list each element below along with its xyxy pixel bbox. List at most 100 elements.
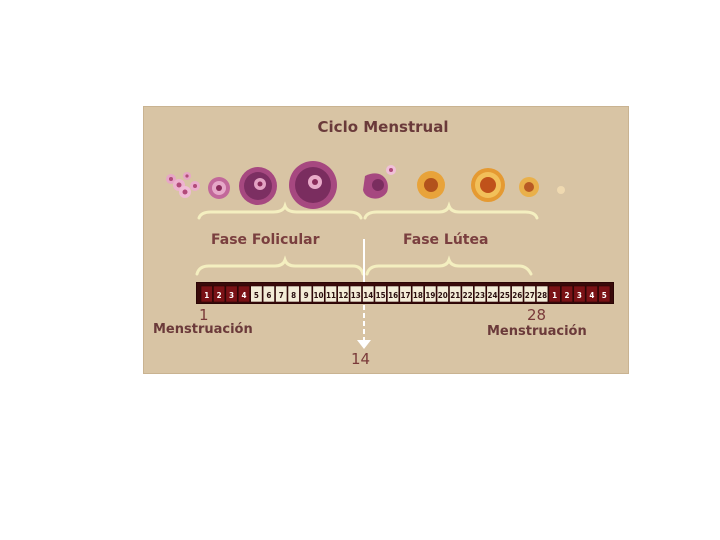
day-number: 25	[500, 291, 510, 300]
day-cell: 4	[237, 285, 250, 303]
day-number: 27	[525, 291, 535, 300]
follicular-phase-label: Fase Folicular	[211, 232, 320, 248]
day-cell: 24	[486, 285, 499, 303]
day-cell: 3	[573, 285, 586, 303]
day-cell: 17	[399, 285, 412, 303]
day-number: 24	[487, 291, 497, 300]
day-cell-box	[498, 285, 511, 303]
day-cell: 7	[275, 285, 288, 303]
primary-follicle-icon	[208, 177, 230, 199]
day-cell-box	[213, 285, 226, 303]
day-cell-box	[411, 285, 424, 303]
day-number: 14	[363, 291, 373, 300]
day-number: 5	[602, 291, 607, 300]
day-number: 16	[388, 291, 398, 300]
day-number: 20	[438, 291, 448, 300]
day-cell-box	[287, 285, 300, 303]
day-cell-box	[548, 285, 561, 303]
day-cell: 5	[598, 285, 611, 303]
day-cell-box	[474, 285, 487, 303]
day-cell: 8	[287, 285, 300, 303]
day-cell-box	[461, 285, 474, 303]
mature-follicle-icon	[289, 161, 337, 209]
day-cell: 25	[498, 285, 511, 303]
day-cell-box	[200, 285, 213, 303]
day-cell: 1	[200, 285, 213, 303]
secondary-follicle-icon	[239, 167, 277, 205]
day-cell-box	[560, 285, 574, 303]
day-cell-box	[511, 285, 524, 303]
day-cell: 3	[225, 285, 238, 303]
day-number: 28	[537, 291, 547, 300]
day-number: 8	[291, 291, 296, 300]
day-cell: 14	[362, 285, 375, 303]
day-cell: 10	[312, 285, 325, 303]
day-cell-box	[387, 285, 400, 303]
day-cell-box	[486, 285, 499, 303]
day-number: 2	[565, 291, 570, 300]
day-cell-box	[300, 285, 313, 303]
day-number: 2	[217, 291, 222, 300]
day-cell-box	[362, 285, 375, 303]
day-number: 18	[413, 291, 423, 300]
day-number: 7	[279, 291, 284, 300]
corpus-albicans-icon	[557, 186, 565, 194]
day-cell-box	[275, 285, 288, 303]
day-number: 26	[512, 291, 522, 300]
day-number: 3	[229, 291, 234, 300]
luteal-brace-bottom	[365, 255, 533, 276]
luteal-phase-label: Fase Lútea	[403, 232, 489, 248]
cycle-illustration	[166, 161, 565, 349]
ovulation-day-label: 14	[351, 350, 371, 368]
day-1-label: 1	[199, 306, 209, 324]
day-number: 9	[304, 291, 309, 300]
day-number: 1	[204, 291, 209, 300]
day-cell: 13	[349, 285, 362, 303]
day-cell-box	[374, 285, 387, 303]
day-cell: 22	[461, 285, 474, 303]
luteal-brace-top	[363, 201, 539, 220]
day-cell: 28	[536, 285, 549, 303]
day-number: 15	[376, 291, 386, 300]
day-cell-box	[598, 285, 611, 303]
day-cell-box	[573, 285, 586, 303]
day-cell: 2	[213, 285, 226, 303]
day-number: 4	[241, 291, 246, 300]
day-cell: 21	[449, 285, 462, 303]
day-cell-box	[349, 285, 362, 303]
menstruation-label-right: Menstruación	[487, 324, 587, 339]
day-number: 1	[552, 291, 557, 300]
day-cell-box	[536, 285, 549, 303]
day-cell: 26	[511, 285, 524, 303]
day-cell: 2	[560, 285, 574, 303]
day-number: 4	[589, 291, 594, 300]
day-cell: 11	[324, 285, 337, 303]
corpus-luteum-regressing-icon	[519, 177, 539, 197]
diagram-title: Ciclo Menstrual	[317, 118, 449, 136]
day-cell: 19	[424, 285, 437, 303]
ovulation-icon	[363, 165, 396, 199]
day-number: 12	[338, 291, 348, 300]
day-cell-box	[585, 285, 598, 303]
day-cell: 12	[337, 285, 350, 303]
day-28-label: 28	[527, 306, 547, 324]
day-number: 13	[351, 291, 361, 300]
day-cell-box	[337, 285, 350, 303]
corpus-luteum-icon	[471, 168, 505, 202]
day-cell-box	[523, 285, 536, 303]
follicle-cluster-icon	[166, 172, 200, 198]
day-cell: 23	[474, 285, 487, 303]
day-number: 11	[326, 291, 336, 300]
day-cell-box	[237, 285, 250, 303]
day-cell: 9	[300, 285, 313, 303]
day-cell-box	[312, 285, 325, 303]
menstrual-cycle-panel: Ciclo Menstrual Fase Folicular Fase Lúte…	[143, 106, 629, 374]
menstruation-label-left: Menstruación	[153, 322, 253, 337]
day-cell: 15	[374, 285, 387, 303]
day-cell-box	[399, 285, 412, 303]
day-cell-box	[436, 285, 449, 303]
day-number: 23	[475, 291, 485, 300]
day-number: 3	[577, 291, 582, 300]
